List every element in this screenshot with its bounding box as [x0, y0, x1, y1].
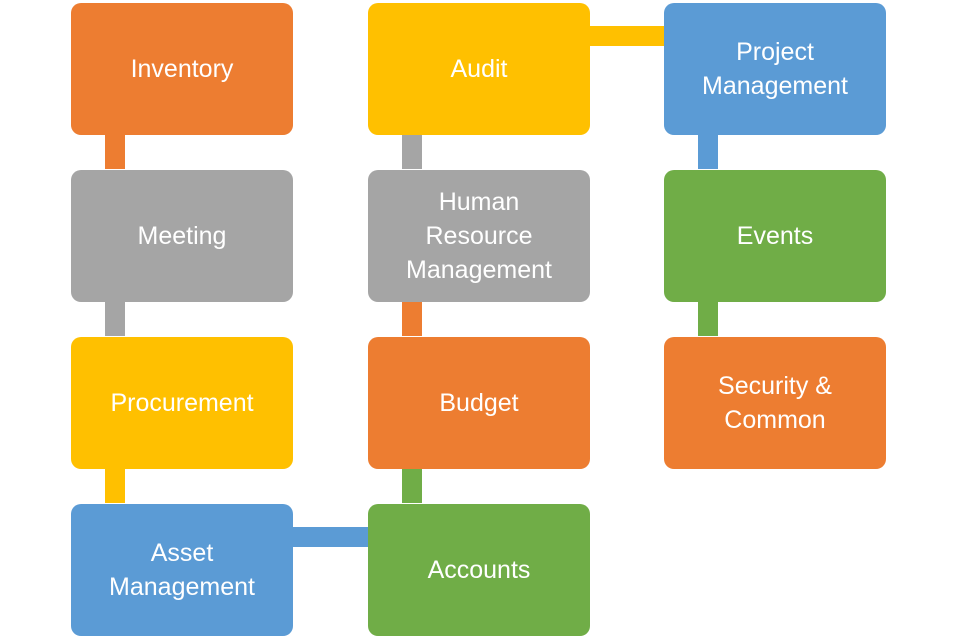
- module-inventory: Inventory: [71, 3, 293, 135]
- connector-audit-project-management: [590, 26, 664, 46]
- module-accounts: Accounts: [368, 504, 590, 636]
- connector-budget-hr-management: [402, 302, 422, 336]
- module-audit: Audit: [368, 3, 590, 135]
- connector-procurement-asset-management: [105, 469, 125, 503]
- connector-inventory-meeting: [105, 135, 125, 169]
- connector-accounts-budget: [402, 469, 422, 503]
- module-project-management: Project Management: [664, 3, 886, 135]
- module-meeting: Meeting: [71, 170, 293, 302]
- connector-asset-management-accounts: [293, 527, 368, 547]
- module-procurement: Procurement: [71, 337, 293, 469]
- module-human-resource-management: Human Resource Management: [368, 170, 590, 302]
- module-asset-management: Asset Management: [71, 504, 293, 636]
- module-budget: Budget: [368, 337, 590, 469]
- connector-project-management-events: [698, 135, 718, 169]
- connector-hr-management-audit: [402, 135, 422, 169]
- connector-events-security-common: [698, 302, 718, 336]
- module-events: Events: [664, 170, 886, 302]
- module-security-common: Security & Common: [664, 337, 886, 469]
- connector-meeting-procurement: [105, 302, 125, 336]
